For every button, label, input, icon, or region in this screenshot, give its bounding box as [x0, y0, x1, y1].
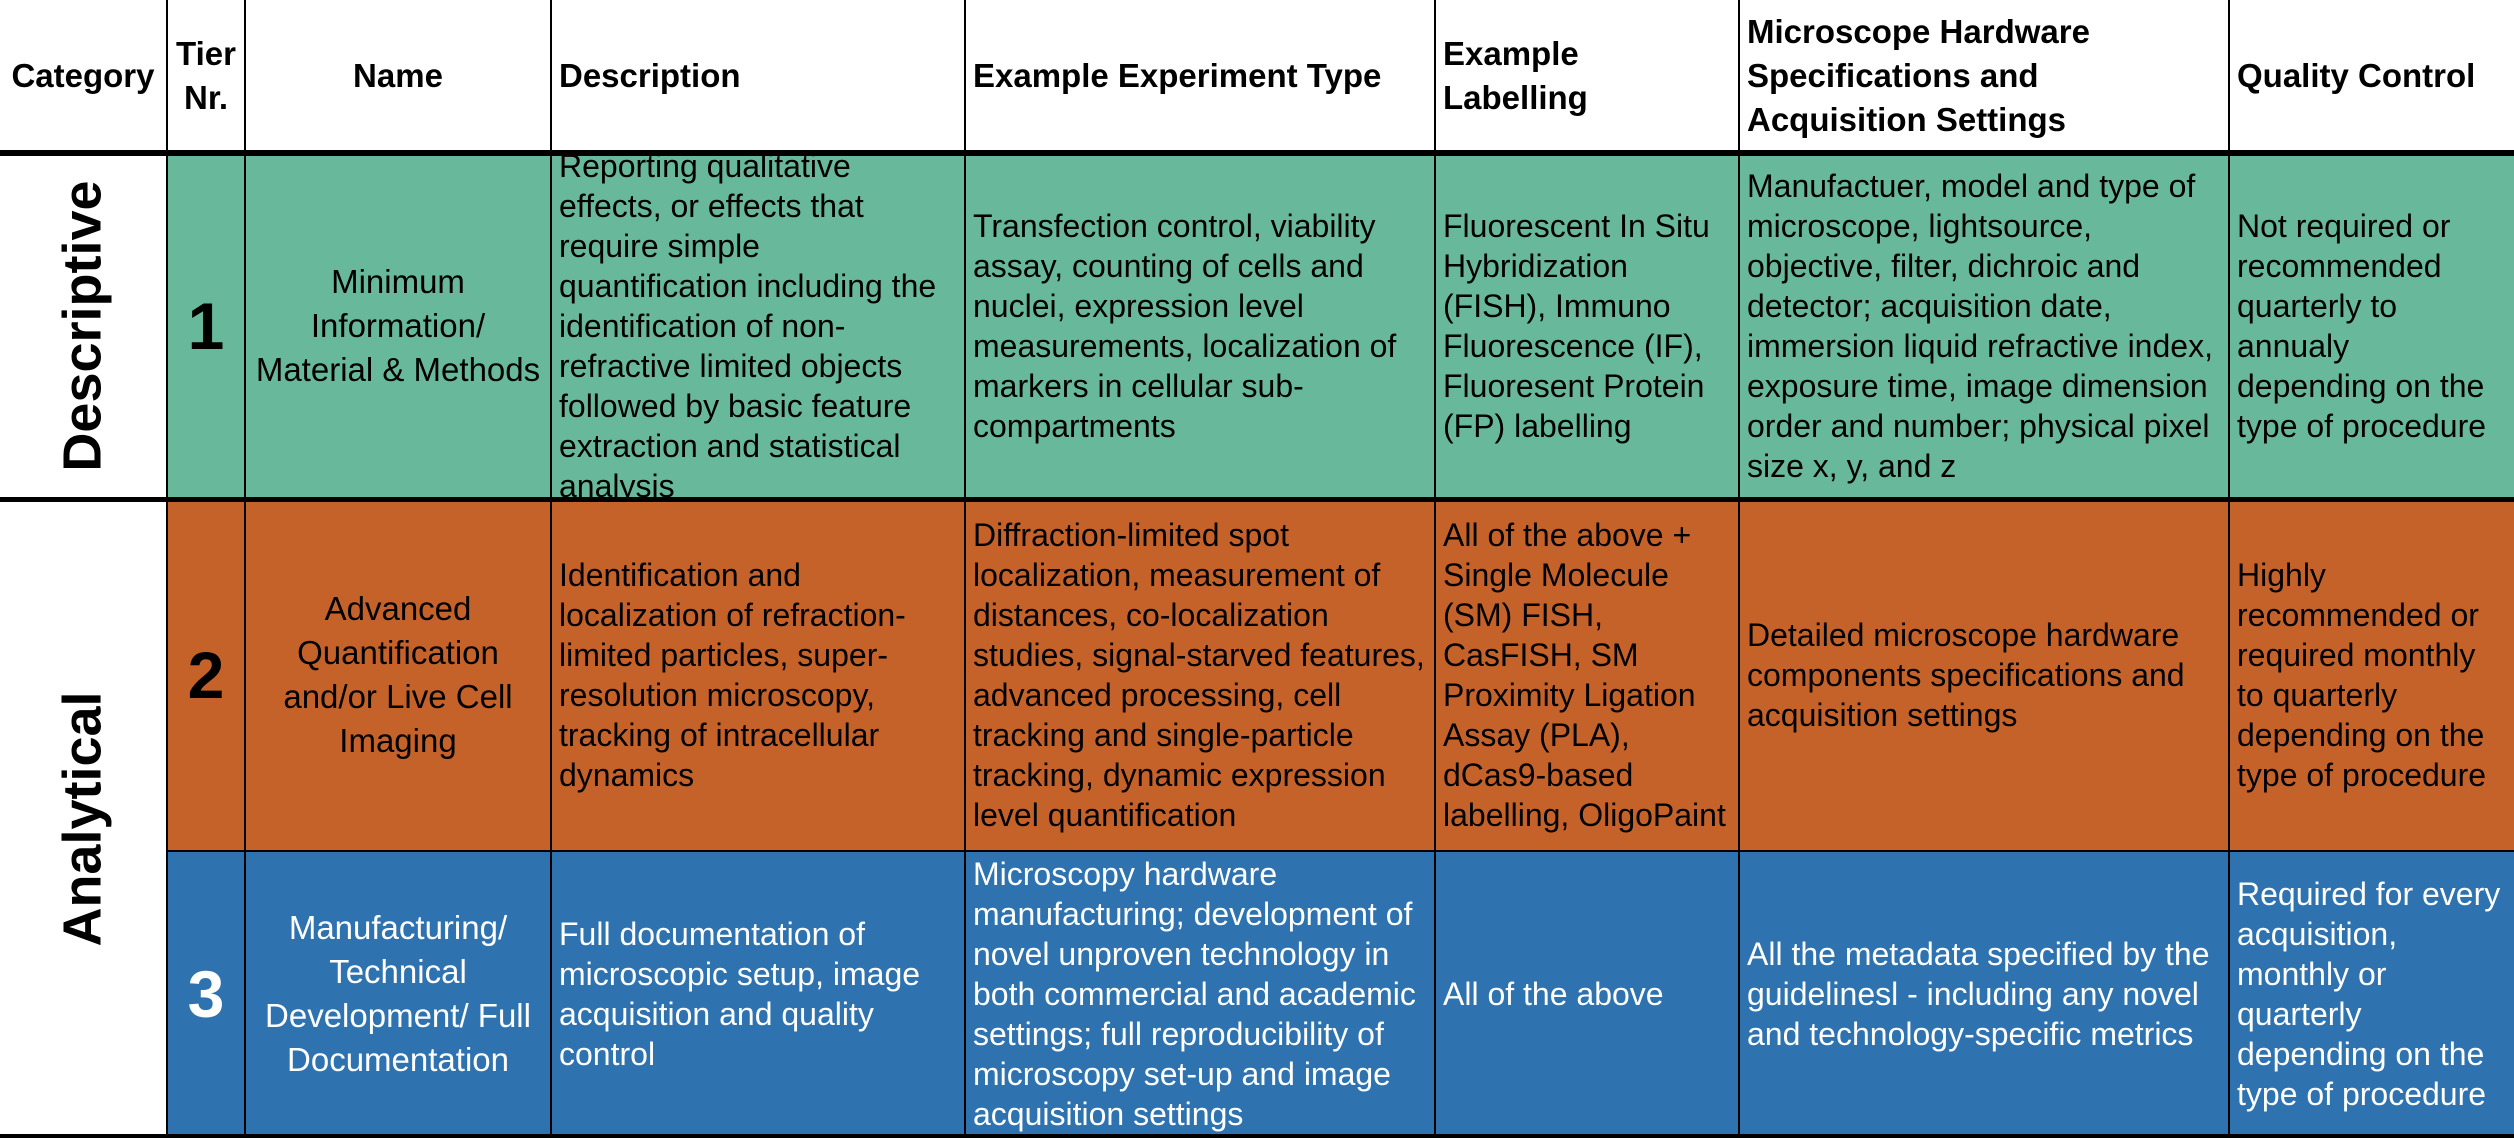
- tier-3-hardware: All the metadata specified by the guidel…: [1740, 852, 2230, 1138]
- tier-2-hardware: Detailed microscope hardware components …: [1740, 500, 2230, 852]
- tier-number-1: 1: [168, 154, 246, 500]
- tier-number-2: 2: [168, 500, 246, 852]
- tier-3-labelling: All of the above: [1436, 852, 1740, 1138]
- category-descriptive-label: Descriptive: [53, 180, 113, 472]
- category-descriptive: Descriptive: [0, 154, 168, 500]
- header-labelling: Example Labelling: [1436, 0, 1740, 154]
- header-tier-nr: Tier Nr.: [168, 0, 246, 154]
- category-divider-rule: [0, 497, 2514, 502]
- tier-3-name: Manufacturing/ Technical Development/ Fu…: [246, 852, 552, 1138]
- tier-1-experiment-type: Transfection control, viability assay, c…: [966, 154, 1436, 500]
- tier-2-name: Advanced Quantification and/or Live Cell…: [246, 500, 552, 852]
- bottom-rule: [0, 1134, 2514, 1138]
- header-experiment-type: Example Experiment Type: [966, 0, 1436, 154]
- tier-1-name: Minimum Information/ Material & Methods: [246, 154, 552, 500]
- tier-1-description: Reporting qualitative effects, or effect…: [552, 154, 966, 500]
- category-analytical: Analytical: [0, 500, 168, 1138]
- header-hardware: Microscope Hardware Specifications and A…: [1740, 0, 2230, 154]
- tier-1-hardware: Manufactuer, model and type of microscop…: [1740, 154, 2230, 500]
- tier-3-description: Full documentation of microscopic setup,…: [552, 852, 966, 1138]
- header-double-rule: [0, 150, 2514, 156]
- tier-2-labelling: All of the above + Single Molecule (SM) …: [1436, 500, 1740, 852]
- header-name: Name: [246, 0, 552, 154]
- tier-2-description: Identification and localization of refra…: [552, 500, 966, 852]
- tier-3-experiment-type: Microscopy hardware manufacturing; devel…: [966, 852, 1436, 1138]
- tier-2-experiment-type: Diffraction-limited spot localization, m…: [966, 500, 1436, 852]
- tier-1-labelling: Fluorescent In Situ Hybridization (FISH)…: [1436, 154, 1740, 500]
- header-quality-control: Quality Control: [2230, 0, 2514, 154]
- tier-1-quality-control: Not required or recommended quarterly to…: [2230, 154, 2514, 500]
- header-category: Category: [0, 0, 168, 154]
- tier-2-quality-control: Highly recommended or required monthly t…: [2230, 500, 2514, 852]
- category-analytical-label: Analytical: [53, 691, 114, 947]
- header-description: Description: [552, 0, 966, 154]
- tier-3-quality-control: Required for every acquisition, monthly …: [2230, 852, 2514, 1138]
- tier-number-3: 3: [168, 852, 246, 1138]
